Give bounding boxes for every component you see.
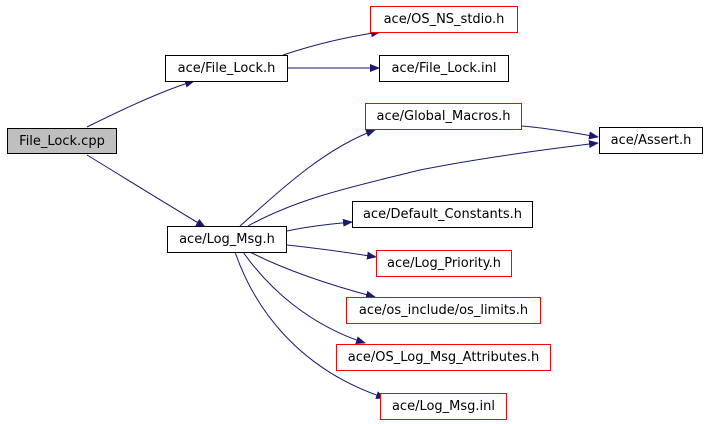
edge-log-msg-h-to-default-constants-h — [286, 218, 353, 232]
node-os-ns-stdio-h[interactable]: ace/OS_NS_stdio.h — [370, 6, 518, 33]
edge-file-lock-cpp-to-file-lock-h — [86, 79, 195, 128]
node-file-lock-h[interactable]: ace/File_Lock.h — [165, 55, 288, 82]
node-assert-h[interactable]: ace/Assert.h — [599, 127, 703, 154]
node-global-macros-h[interactable]: ace/Global_Macros.h — [365, 103, 522, 130]
edge-log-msg-h-to-assert-h — [247, 140, 599, 227]
edge-file-lock-cpp-to-log-msg-h — [86, 154, 206, 228]
node-file-lock-cpp[interactable]: File_Lock.cpp — [7, 128, 117, 154]
edge-log-msg-h-to-log-msg-inl — [234, 251, 386, 399]
edge-log-msg-h-to-os-log-msg-attributes-h — [242, 251, 366, 344]
node-log-msg-h[interactable]: ace/Log_Msg.h — [167, 226, 287, 253]
edge-log-msg-h-to-log-priority-h — [286, 244, 377, 260]
dependency-edges — [86, 29, 599, 399]
node-os-limits-h[interactable]: ace/os_include/os_limits.h — [346, 297, 541, 324]
node-log-priority-h[interactable]: ace/Log_Priority.h — [376, 250, 512, 277]
node-file-lock-inl[interactable]: ace/File_Lock.inl — [379, 55, 509, 82]
edge-file-lock-h-to-os-ns-stdio-h — [282, 29, 381, 56]
edge-global-macros-h-to-assert-h — [521, 125, 599, 140]
node-os-log-msg-attributes-h[interactable]: ace/OS_Log_Msg_Attributes.h — [336, 344, 551, 371]
edge-log-msg-h-to-os-limits-h — [249, 251, 376, 299]
node-log-msg-inl[interactable]: ace/Log_Msg.inl — [380, 393, 507, 420]
edge-log-msg-h-to-global-macros-h — [239, 129, 376, 227]
node-default-constants-h[interactable]: ace/Default_Constants.h — [352, 201, 533, 228]
